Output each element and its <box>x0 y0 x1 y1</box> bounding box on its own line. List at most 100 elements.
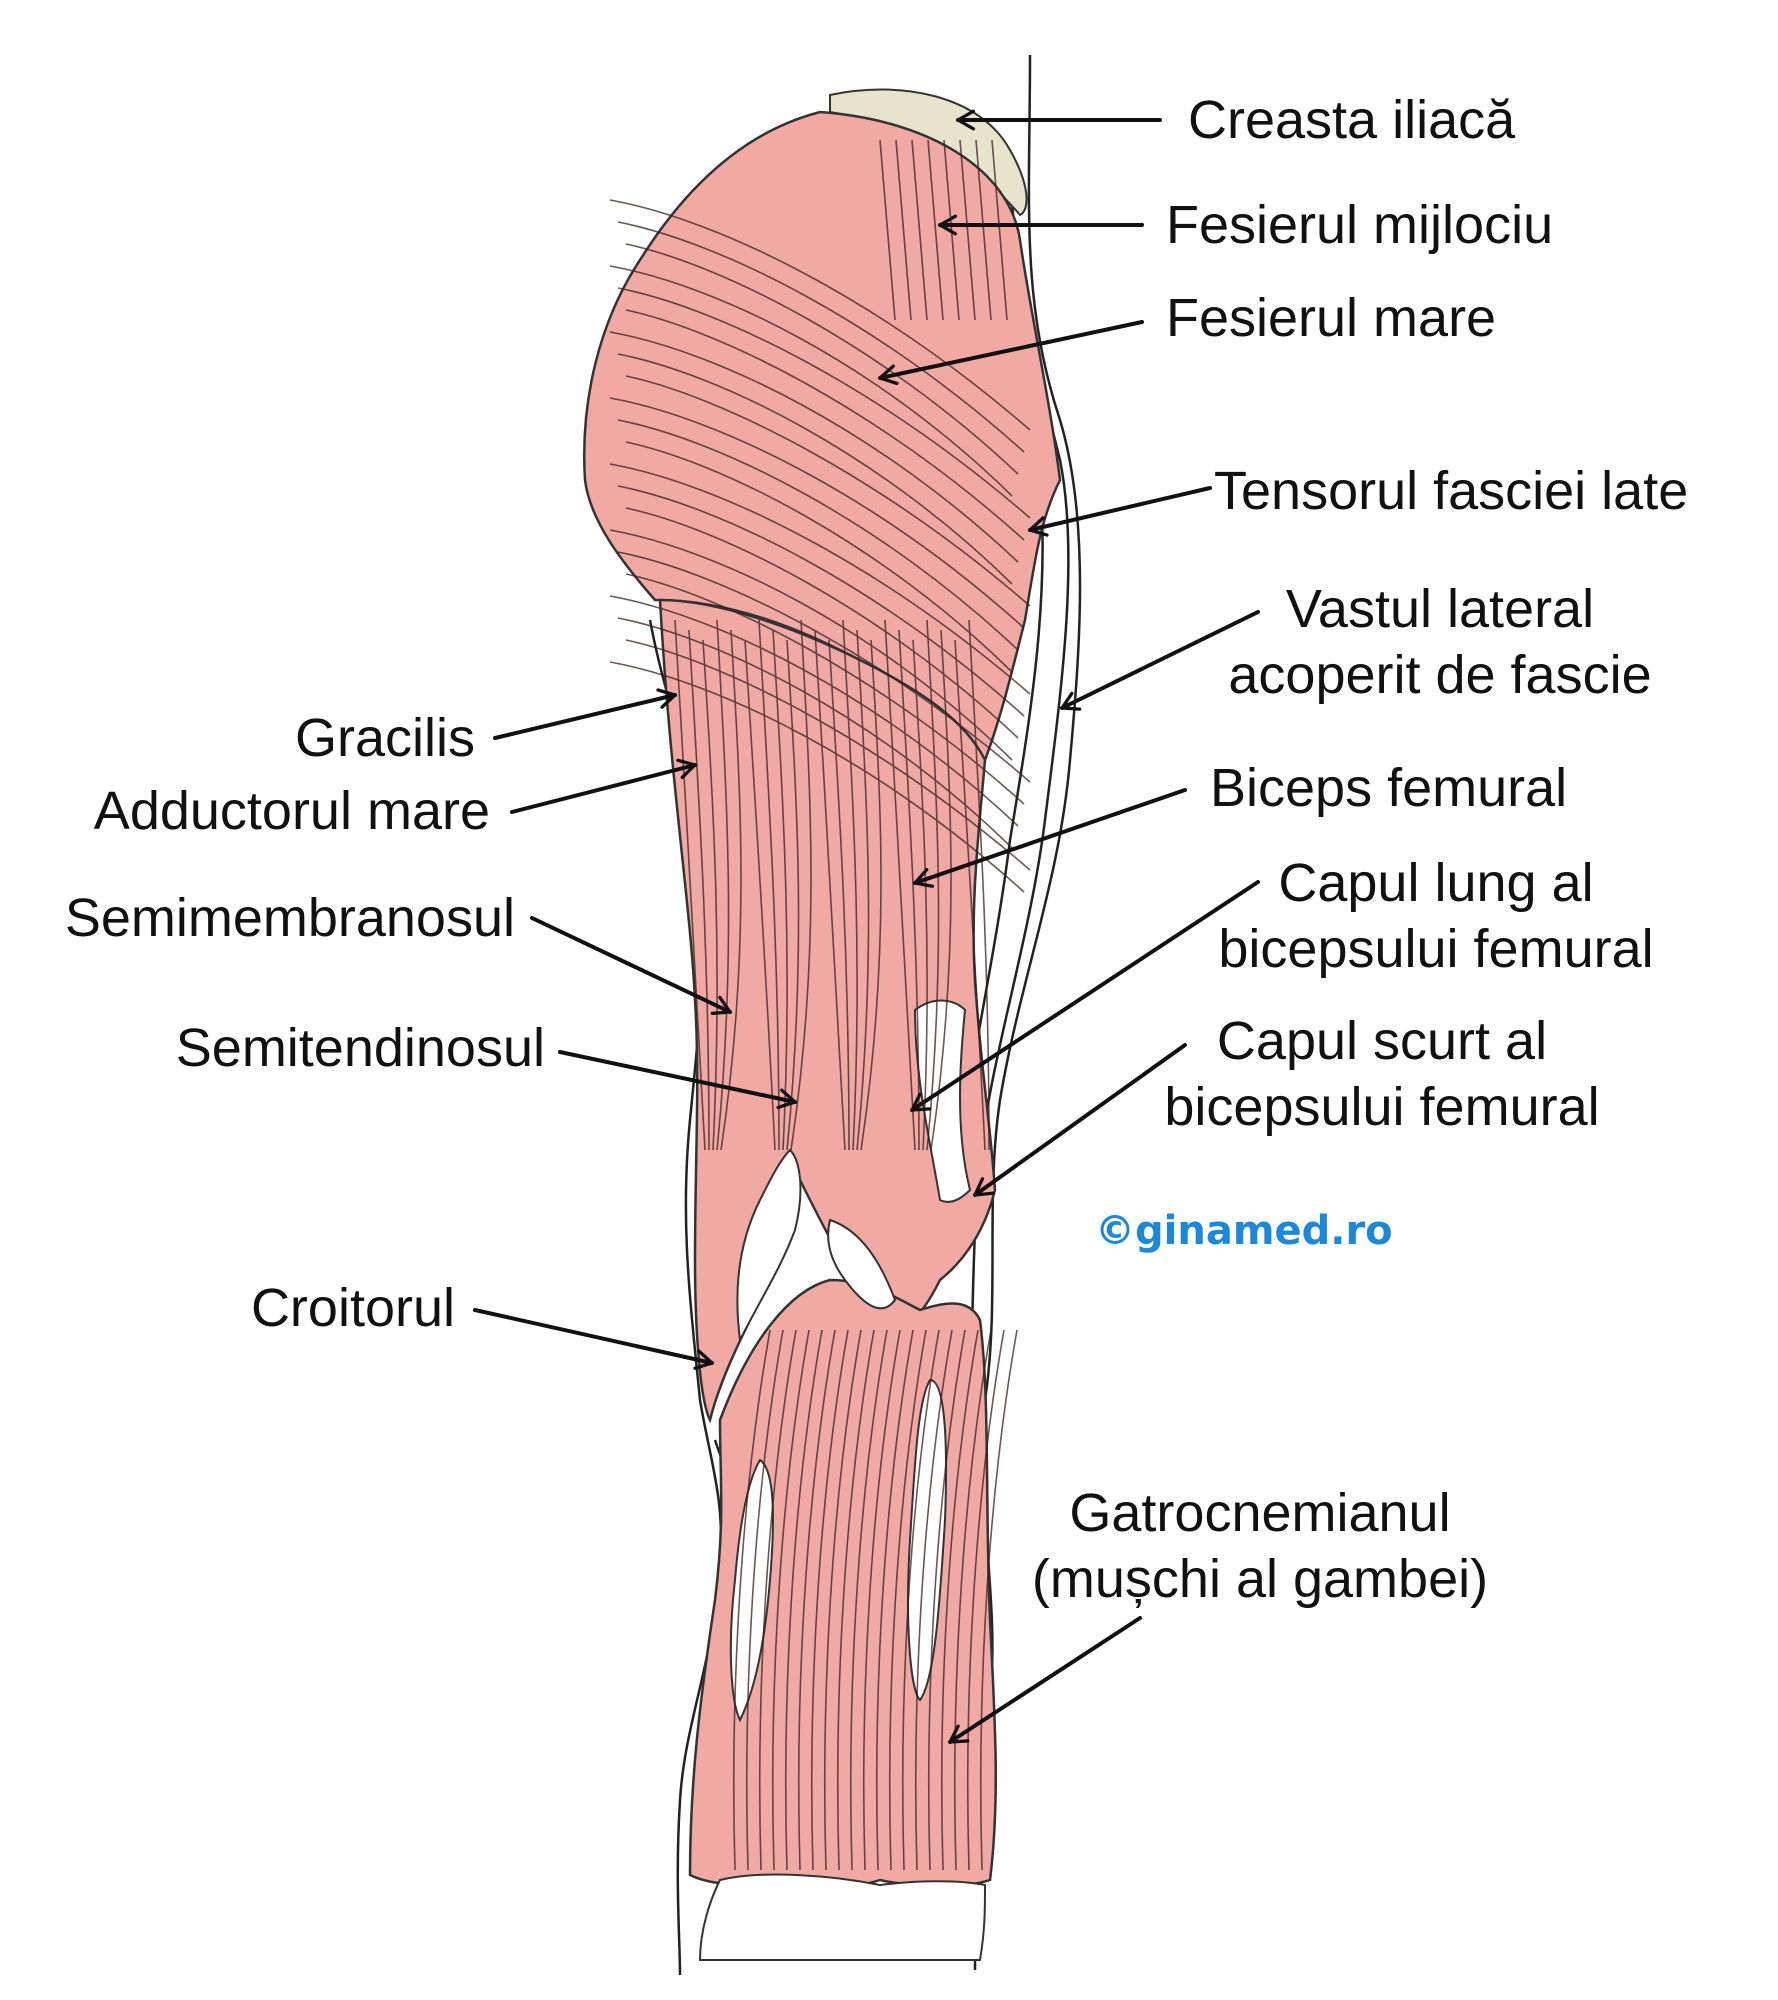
muscle-fiber-line <box>797 1329 836 1871</box>
muscle-fiber-line <box>975 139 992 321</box>
muscle-fiber-line <box>617 419 1019 651</box>
label-gracilis: Gracilis <box>294 708 475 768</box>
muscle-fiber-line <box>625 573 1025 805</box>
muscle-fiber-line <box>617 287 1031 519</box>
muscle-fiber-line <box>716 619 730 1151</box>
muscle-fiber-line <box>940 1329 979 1871</box>
label-short-head-line2: bicepsului femural <box>1164 1077 1600 1137</box>
muscle-fiber-line <box>888 1329 927 1871</box>
arrow-gastrocnemius <box>948 1616 1142 1744</box>
muscle-fiber-line <box>842 619 858 1151</box>
muscle-fiber-line <box>930 629 952 1151</box>
muscle-fiber-line <box>926 619 940 1151</box>
arrow-tensor-fasciae-latae <box>1028 486 1212 537</box>
muscle-fiber-line <box>609 463 1031 695</box>
muscle-fiber-line <box>625 507 1019 739</box>
muscle-fiber-line <box>758 619 780 1151</box>
muscle-fiber-line <box>772 629 788 1151</box>
arrow-long-head <box>910 880 1260 1112</box>
muscle-fiber-line <box>911 139 928 321</box>
muscle-fiber-line <box>927 1329 966 1871</box>
muscle-fiber-line <box>617 485 1025 717</box>
arrow-gracilis <box>493 688 677 740</box>
watermark-text: ©ginamed.ro <box>1095 1208 1393 1254</box>
muscle-fiber-line <box>786 639 800 1151</box>
muscle-fiber-line <box>979 1329 1018 1871</box>
arrow-biceps-femoris <box>913 788 1187 888</box>
muscle-fiber-line <box>609 265 1013 497</box>
label-short-head-line1: Capul scurt al <box>1216 1011 1548 1071</box>
muscle-fiber-line <box>895 139 912 321</box>
label-semimembranosus: Semimembranosul <box>64 888 515 948</box>
label-long-head: Capul lung al bicepsului femural <box>1196 850 1676 982</box>
muscle-fiber-line <box>609 199 1031 431</box>
muscle-fiber-line <box>625 639 1031 871</box>
muscle-fiber-line <box>617 617 1013 849</box>
label-vastus-lateralis: Vastul lateral acoperit de fascie <box>1200 576 1680 708</box>
muscle-fiber-line <box>856 629 870 1151</box>
muscle-fiber-line <box>953 1329 992 1871</box>
label-gluteus-medius: Fesierul mijlociu <box>1166 195 1554 255</box>
muscle-fiber-line <box>617 353 1013 585</box>
muscle-fiber-line <box>898 629 920 1151</box>
muscle-fiber-line <box>959 139 976 321</box>
label-iliac-crest: Creasta iliacă <box>1188 90 1516 150</box>
label-gastrocnemius-line2: (mușchi al gambei) <box>1031 1549 1489 1609</box>
muscle-fiber-line <box>884 619 916 1151</box>
muscle-fiber-line <box>849 1329 888 1871</box>
tendon-gaps <box>698 999 987 1961</box>
muscle-fibers <box>609 139 1031 1871</box>
muscle-fiber-line <box>836 1329 875 1871</box>
muscle-fiber-line <box>674 619 706 1151</box>
muscle-fiber-line <box>879 139 896 321</box>
muscle-fiber-line <box>732 1329 771 1871</box>
muscle-fiber-line <box>625 375 1031 607</box>
muscle-fiber-line <box>758 1329 797 1871</box>
label-vastus-lateralis-line1: Vastul lateral <box>1285 579 1595 639</box>
muscle-fiber-line <box>901 1329 940 1871</box>
muscle-fiber-line <box>771 1329 810 1871</box>
muscle-fiber-line <box>828 639 850 1151</box>
arrow-semimembranosus <box>530 916 732 1015</box>
label-long-head-line1: Capul lung al <box>1278 853 1594 913</box>
muscle-fiber-line <box>688 629 710 1151</box>
muscle-fiber-line <box>968 619 990 1151</box>
muscle-fiber-line <box>702 639 718 1151</box>
muscle-fiber-line <box>617 551 1031 783</box>
label-biceps-femoris: Biceps femural <box>1210 758 1568 818</box>
arrow-adductor-magnus <box>510 758 697 814</box>
muscle-fiber-line <box>814 629 846 1151</box>
label-short-head: Capul scurt al bicepsului femural <box>1142 1008 1622 1140</box>
arrow-vastus-lateralis <box>1060 610 1260 711</box>
muscle-fiber-line <box>914 1329 953 1871</box>
label-sartorius: Croitorul <box>250 1278 455 1338</box>
muscle-fiber-line <box>609 397 1025 629</box>
muscle-fiber-line <box>810 1329 849 1871</box>
muscle-fiber-line <box>744 639 776 1151</box>
muscle-fiber-line <box>625 243 1019 475</box>
label-semitendinosus: Semitendinosul <box>175 1018 545 1078</box>
arrow-semitendinosus <box>558 1050 797 1110</box>
muscle-fiber-line <box>784 1329 823 1871</box>
muscle-fiber-line <box>966 1329 1005 1871</box>
label-gastrocnemius-line1: Gatrocnemianul <box>1069 1483 1451 1543</box>
label-tensor-fasciae-latae: Tensorul fasciei late <box>1214 461 1689 521</box>
muscle-fiber-line <box>875 1329 914 1871</box>
arrow-short-head <box>973 1043 1187 1197</box>
label-arrows <box>473 109 1260 1744</box>
muscle-fiber-line <box>625 309 1025 541</box>
label-long-head-line2: bicepsului femural <box>1218 919 1654 979</box>
label-adductor-magnus: Adductorul mare <box>93 781 490 841</box>
label-vastus-lateralis-line2: acoperit de fascie <box>1228 645 1652 705</box>
muscle-fiber-line <box>862 1329 901 1871</box>
label-gastrocnemius: Gatrocnemianul (mușchi al gambei) <box>1010 1480 1510 1612</box>
muscle-fiber-line <box>790 619 812 1151</box>
muscle-fiber-line <box>745 1329 784 1871</box>
muscle-fiber-line <box>609 331 1019 563</box>
muscle-fiber-line <box>823 1329 862 1871</box>
muscle-fiber-line <box>927 139 944 321</box>
muscle-fiber-line <box>720 629 742 1151</box>
arrow-sartorius <box>473 1308 714 1370</box>
